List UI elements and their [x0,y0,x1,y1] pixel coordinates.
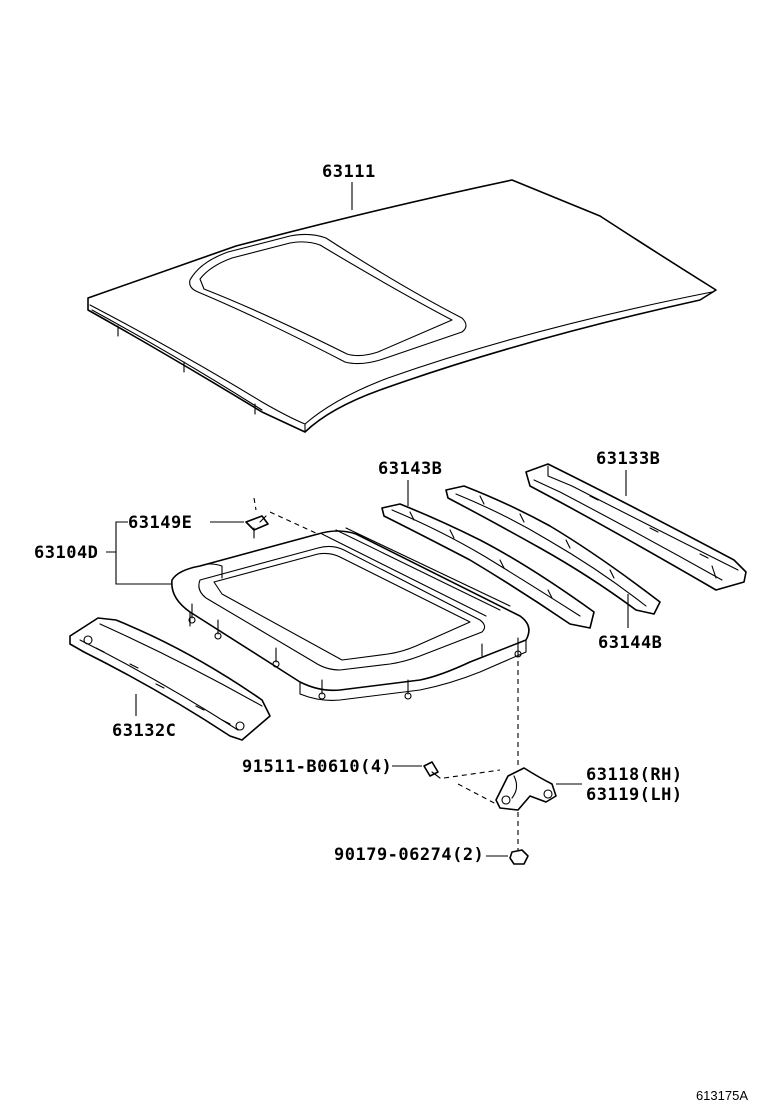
frame-clip-label: 63149E [128,513,192,533]
sunroof-frame-leader [106,521,172,585]
rear-header[interactable] [525,463,747,591]
figure-code: 613175A [696,1088,748,1103]
frame-clip-guide-line [253,497,319,535]
bolt-guide-line [443,769,501,807]
roof-bow-1[interactable] [381,503,595,629]
sunroof-frame[interactable] [171,527,530,701]
bolt[interactable] [423,761,441,779]
bolt-label: 91511-B0610(4) [242,757,392,777]
nut-label: 90179-06274(2) [334,845,484,865]
bracket-rh-label: 63118(RH) [586,765,683,785]
bracket-lh-label: 63119(LH) [586,785,683,805]
front-header-label: 63132C [112,721,176,741]
roof-bow-1-label: 63143B [378,459,442,479]
bracket[interactable] [495,767,557,811]
roof-panel-label: 63111 [322,162,376,182]
front-header[interactable] [69,617,271,741]
roof-bow-2[interactable] [445,485,661,615]
roof-panel[interactable] [87,179,717,433]
nut[interactable] [509,849,529,865]
rear-header-label: 63133B [596,449,660,469]
frame-clip[interactable] [245,515,269,539]
roof-bow-2-label: 63144B [598,633,662,653]
sunroof-frame-label: 63104D [34,543,98,563]
